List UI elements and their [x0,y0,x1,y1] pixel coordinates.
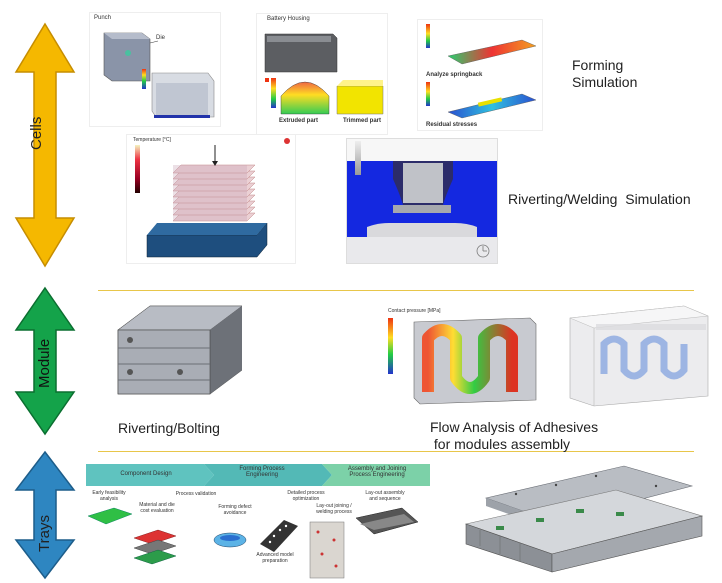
punch-die-image: Punch Die [89,12,221,127]
battery-tray-image [456,460,708,576]
temperature-legend-label: Temperature [°C] [133,137,171,143]
flow-analysis-image: Contact pressure [MPa] [384,308,540,406]
trays-arrow-label: Trays [36,515,53,552]
step-component-design: Component Design [120,471,172,477]
flow-analysis-label: Flow Analysis of Adhesives for modules a… [430,419,599,452]
item-detailed-process: Detailed process optimization [287,490,325,502]
welding-section-image [346,138,498,264]
step-forming-process: Forming Process Engineering [239,466,285,478]
trimmed-part-label: Trimmed part [343,118,382,124]
item-material-cost: Material and die cost evaluation [139,502,175,514]
welding-stack-image: Temperature [°C] [126,134,296,264]
item-advanced-model: Advanced model preparation [256,552,294,564]
module-arrow-label: Module [36,338,53,388]
die-label: Die [156,35,166,41]
item-layout-assembly: Lay-out assembly and sequence [365,490,405,502]
battery-housing-image: Battery Housing Extruded part Trimmed pa… [256,13,388,135]
bolting-profile-image [110,300,242,400]
extruded-part-label: Extruded part [279,118,319,124]
punch-label: Punch [94,15,112,21]
item-early-feasibility: Early feasibility analysis [92,490,126,502]
riveting-bolting-label: Riverting/Bolting [118,420,220,436]
item-forming-defect: Forming defect avoidance [218,504,252,516]
separator-cells-module [98,290,694,291]
item-layout-joining: Lay-out joining / welding process [316,503,352,515]
process-steps-bar [86,464,430,486]
item-process-validation: Process validation [175,491,217,497]
contact-pressure-legend-label: Contact pressure [MPa] [388,308,441,314]
separator-module-trays [98,451,694,452]
springback-image: Analyze springback Residual stresses [417,19,543,131]
residual-stresses-label: Residual stresses [426,122,478,128]
forming-simulation-label: Forming Simulation [572,57,638,90]
analyze-springback-label: Analyze springback [426,72,483,78]
adhesive-module-image [566,300,712,408]
battery-housing-title: Battery Housing [267,16,310,22]
cells-arrow-label: Cells [28,116,45,150]
process-illustrations [87,507,419,579]
trays-arrow [14,450,76,580]
riveting-welding-label: Riverting/Welding Simulation [508,191,691,207]
cells-arrow [14,22,76,268]
step-assembly-joining: Assembly and Joining Process Engineering [347,466,407,478]
module-arrow [14,286,76,436]
